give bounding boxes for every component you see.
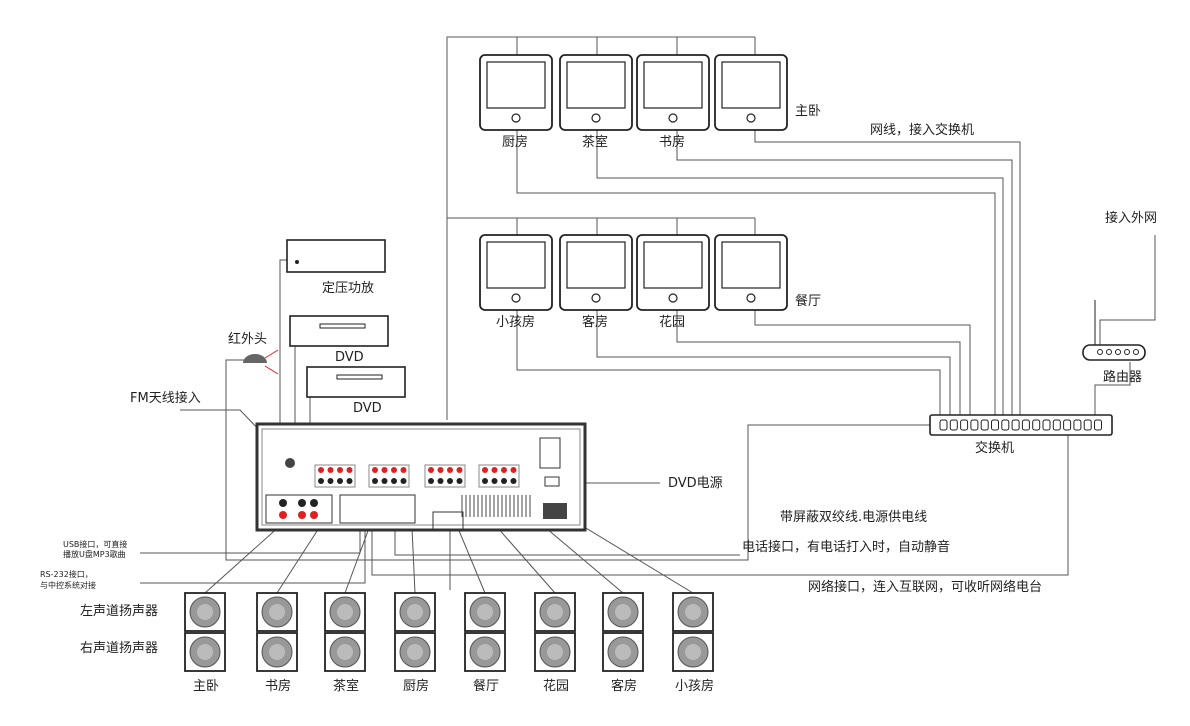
speaker-room-label: 厨房	[403, 678, 429, 694]
amplifier-box	[286, 239, 386, 273]
room-panel: 书房	[636, 54, 710, 150]
speaker-room-label: 客房	[611, 678, 637, 694]
dvd2-label: DVD	[353, 401, 382, 416]
room-panel-label: 客房	[582, 314, 608, 330]
ir-label: 红外头	[228, 331, 267, 347]
left-speaker-label: 左声道扬声器	[80, 604, 158, 619]
speaker-pair: 花园	[534, 592, 576, 694]
main-host-unit	[255, 422, 587, 532]
speaker-room-label: 主卧	[193, 679, 219, 694]
room-panel-label: 餐厅	[795, 293, 821, 309]
speaker-pair: 餐厅	[464, 592, 506, 694]
speaker-room-label: 小孩房	[675, 678, 714, 694]
speaker-room-label: 茶室	[333, 678, 359, 694]
usb-label-2: 播放U盘MP3歌曲	[63, 549, 126, 559]
amplifier-label: 定压功放	[322, 281, 374, 296]
speaker-pair: 厨房	[394, 592, 436, 694]
router-label: 路由器	[1103, 369, 1142, 385]
speaker-pair: 书房	[256, 592, 298, 694]
room-panel-label: 小孩房	[496, 314, 535, 330]
speaker-grid: 主卧 书房 茶室 厨房 餐厅 花园 客房 小孩房	[184, 592, 714, 694]
speaker-pair: 主卧	[184, 592, 226, 694]
dvd1-label: DVD	[335, 350, 364, 365]
room-panel: 主卧	[714, 54, 821, 131]
network-cable-label: 网线，接入交换机	[870, 122, 974, 138]
dvd-power-label: DVD电源	[668, 476, 723, 491]
fm-label: FM天线接入	[130, 390, 201, 406]
room-panel-label: 厨房	[502, 134, 528, 150]
shielded-cable-label: 带屏蔽双绞线.电源供电线	[780, 509, 927, 525]
router	[1082, 300, 1146, 361]
room-panel: 茶室	[559, 54, 633, 150]
external-net-label: 接入外网	[1105, 210, 1157, 226]
switch-label: 交换机	[975, 440, 1014, 456]
dvd-player-2	[306, 366, 406, 398]
usb-label-1: USB接口，可直接	[63, 539, 127, 549]
room-panel: 花园	[636, 234, 710, 330]
ir-receiver-icon	[243, 354, 267, 363]
room-panel-label: 主卧	[795, 104, 821, 119]
dvd-player-1	[289, 315, 389, 347]
room-panel-label: 书房	[659, 134, 685, 150]
room-panel: 餐厅	[714, 234, 821, 311]
room-panel-label: 茶室	[582, 134, 608, 150]
room-panel: 厨房	[479, 54, 553, 150]
speaker-room-label: 花园	[543, 678, 569, 694]
speaker-pair: 茶室	[324, 592, 366, 694]
rs232-label-1: RS-232接口，	[40, 569, 93, 579]
room-panel: 客房	[559, 234, 633, 330]
speaker-room-label: 餐厅	[473, 678, 499, 694]
rs232-label-2: 与中控系统对接	[40, 580, 96, 590]
speaker-pair: 客房	[602, 592, 644, 694]
network-port-label: 网络接口，连入互联网，可收听网络电台	[808, 579, 1042, 595]
room-panel-label: 花园	[659, 314, 685, 330]
network-switch	[929, 414, 1113, 436]
phone-port-label: 电话接口，有电话打入时，自动静音	[742, 539, 950, 555]
speaker-pair: 小孩房	[672, 592, 714, 694]
right-speaker-label: 右声道扬声器	[80, 641, 158, 656]
speaker-room-label: 书房	[265, 678, 291, 694]
room-panel: 小孩房	[479, 234, 553, 330]
